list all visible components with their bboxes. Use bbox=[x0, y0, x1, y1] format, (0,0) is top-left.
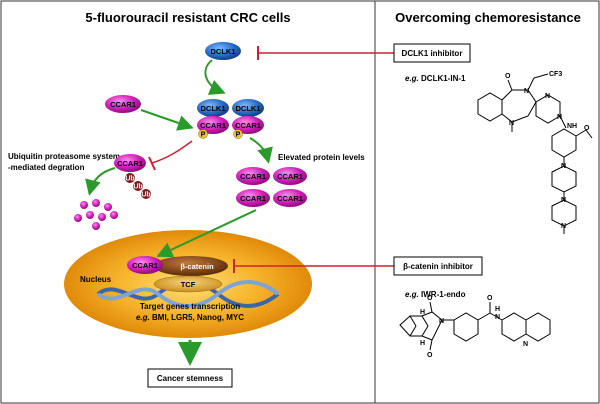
cancer-stemness-box: Cancer stemness bbox=[147, 368, 233, 388]
arrow-complex-to-elevated bbox=[249, 137, 273, 164]
arrow-cluster-to-nucleus bbox=[156, 209, 257, 258]
svg-text:O: O bbox=[427, 295, 433, 302]
ccar1-ubiquitinated: CCAR1 Ub Ub Ub bbox=[114, 154, 151, 199]
svg-text:DCLK1: DCLK1 bbox=[235, 104, 260, 113]
svg-text:Cancer stemness: Cancer stemness bbox=[157, 374, 224, 383]
target-genes-examples: e.g. BMI, LGR5, Nanog, MYC bbox=[136, 313, 244, 322]
target-genes-label: Target genes transcription bbox=[140, 302, 240, 311]
svg-text:Ub: Ub bbox=[133, 184, 142, 191]
svg-text:N: N bbox=[523, 341, 528, 348]
svg-text:N: N bbox=[495, 314, 500, 321]
svg-text:CCAR1: CCAR1 bbox=[240, 194, 266, 203]
inhibit-line-degradation bbox=[151, 140, 193, 164]
tcf-factor: TCF bbox=[153, 275, 223, 293]
right-panel-title: Overcoming chemoresistance bbox=[395, 10, 581, 25]
svg-text:P: P bbox=[236, 132, 241, 139]
svg-text:N: N bbox=[561, 223, 566, 230]
svg-text:N: N bbox=[545, 93, 550, 100]
svg-text:N: N bbox=[439, 318, 444, 325]
svg-text:CCAR1: CCAR1 bbox=[110, 100, 136, 109]
svg-text:β-catenin inhibitor: β-catenin inhibitor bbox=[403, 262, 473, 271]
svg-text:CCAR1: CCAR1 bbox=[117, 159, 143, 168]
arrow-dclk1-to-complex bbox=[204, 59, 226, 95]
svg-text:N: N bbox=[561, 197, 566, 204]
svg-text:CCAR1: CCAR1 bbox=[200, 121, 226, 130]
svg-text:CCAR1: CCAR1 bbox=[235, 121, 261, 130]
svg-text:N: N bbox=[524, 88, 529, 95]
iwr-1-endo-structure bbox=[399, 301, 551, 351]
iwr-1-endo-atom-labels: H H O O N O N H N bbox=[420, 295, 528, 359]
svg-text:DCLK1: DCLK1 bbox=[200, 104, 225, 113]
svg-text:Ub: Ub bbox=[141, 192, 150, 199]
degraded-fragments bbox=[74, 199, 118, 230]
svg-text:TCF: TCF bbox=[181, 280, 196, 289]
svg-text:H: H bbox=[420, 309, 425, 316]
left-panel-title: 5-fluorouracil resistant CRC cells bbox=[85, 10, 290, 25]
svg-text:N: N bbox=[561, 163, 566, 170]
svg-text:O: O bbox=[584, 125, 590, 132]
svg-text:CCAR1: CCAR1 bbox=[240, 172, 266, 181]
svg-text:H: H bbox=[420, 340, 425, 347]
svg-text:H: H bbox=[495, 306, 500, 313]
ubiquitin-label-line1: Ubiquitin proteasome system bbox=[8, 152, 120, 161]
dclk1-in-1-atom-labels: O CF3 N N N N NH O N N N bbox=[505, 71, 590, 230]
nucleus-label: Nucleus bbox=[80, 275, 112, 284]
dclk1-ccar1-complex: DCLK1 DCLK1 CCAR1 CCAR1 P P bbox=[197, 99, 264, 139]
svg-text:O: O bbox=[505, 73, 511, 80]
ubiquitin-label-line2: -mediated degration bbox=[8, 163, 85, 172]
svg-text:O: O bbox=[427, 352, 433, 359]
svg-text:Ub: Ub bbox=[125, 176, 134, 183]
svg-text:CF3: CF3 bbox=[549, 71, 562, 78]
svg-text:N: N bbox=[557, 114, 562, 121]
svg-text:DCLK1: DCLK1 bbox=[210, 47, 235, 56]
dclk1-protein-top: DCLK1 bbox=[205, 42, 241, 60]
svg-text:CCAR1: CCAR1 bbox=[277, 172, 303, 181]
arrow-ccar1-to-complex bbox=[140, 109, 194, 131]
beta-catenin-inhibitor-box: β-catenin inhibitor bbox=[393, 256, 483, 276]
ccar1-protein-free: CCAR1 bbox=[105, 95, 141, 113]
beta-catenin-inhibitor-example: e.g. IWR-1-endo bbox=[405, 290, 466, 299]
svg-text:β-catenin: β-catenin bbox=[180, 262, 214, 271]
svg-text:CCAR1: CCAR1 bbox=[277, 194, 303, 203]
inhibit-bar-degradation bbox=[148, 156, 156, 171]
svg-text:DCLK1 inhibitor: DCLK1 inhibitor bbox=[402, 49, 463, 58]
svg-text:CCAR1: CCAR1 bbox=[132, 261, 158, 270]
arrow-to-degradation bbox=[85, 167, 116, 196]
svg-text:N: N bbox=[509, 120, 514, 127]
elevated-protein-label: Elevated protein levels bbox=[278, 153, 365, 162]
ccar1-elevated-cluster: CCAR1 CCAR1 CCAR1 CCAR1 bbox=[236, 167, 307, 207]
svg-text:O: O bbox=[487, 295, 493, 302]
dclk1-inhibitor-example: e.g. DCLK1-IN-1 bbox=[405, 74, 466, 83]
dclk1-in-1-structure bbox=[477, 73, 593, 234]
ccar1-beta-catenin-complex: β-catenin CCAR1 bbox=[127, 256, 228, 276]
svg-text:NH: NH bbox=[567, 123, 577, 130]
svg-text:P: P bbox=[201, 132, 206, 139]
dclk1-inhibitor-box: DCLK1 inhibitor bbox=[393, 43, 471, 63]
